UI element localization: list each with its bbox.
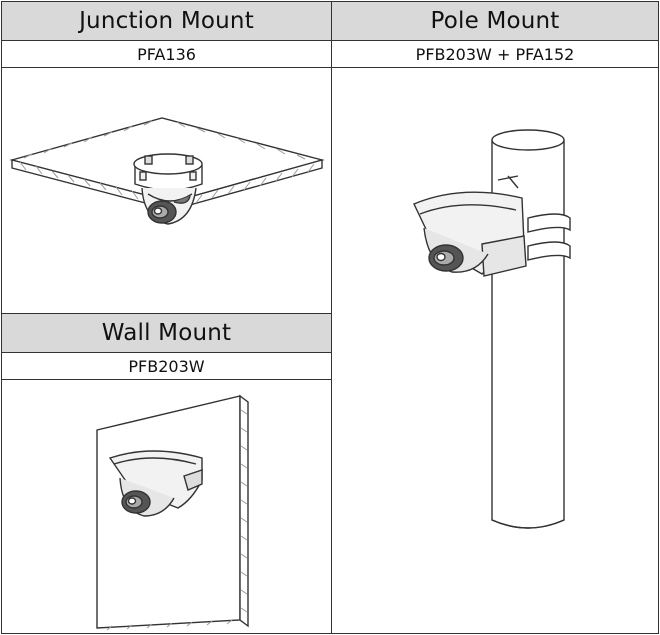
- pole-mount-illustration: [413, 129, 571, 529]
- junction-mount-image-cell: [1, 67, 332, 314]
- wall-mount-model: PFB203W: [128, 356, 205, 376]
- wall-mount-image-cell: [1, 379, 332, 634]
- pole-mount-model: PFB203W + PFA152: [415, 44, 575, 64]
- ceiling-junction-mount-illustration: [9, 117, 325, 225]
- pole-mount-header: Pole Mount: [331, 1, 659, 41]
- pole-mount-model-row: PFB203W + PFA152: [331, 40, 659, 68]
- wall-mount-model-row: PFB203W: [1, 352, 332, 380]
- junction-mount-model-row: PFA136: [1, 40, 332, 68]
- junction-mount-model: PFA136: [137, 44, 196, 64]
- wall-mount-illustration: [96, 394, 249, 631]
- junction-mount-title: Junction Mount: [79, 8, 254, 34]
- wall-mount-header: Wall Mount: [1, 313, 332, 353]
- pole-mount-image-cell: [331, 67, 659, 634]
- wall-mount-title: Wall Mount: [101, 320, 232, 346]
- pole-mount-title: Pole Mount: [430, 8, 560, 34]
- junction-mount-header: Junction Mount: [1, 1, 332, 41]
